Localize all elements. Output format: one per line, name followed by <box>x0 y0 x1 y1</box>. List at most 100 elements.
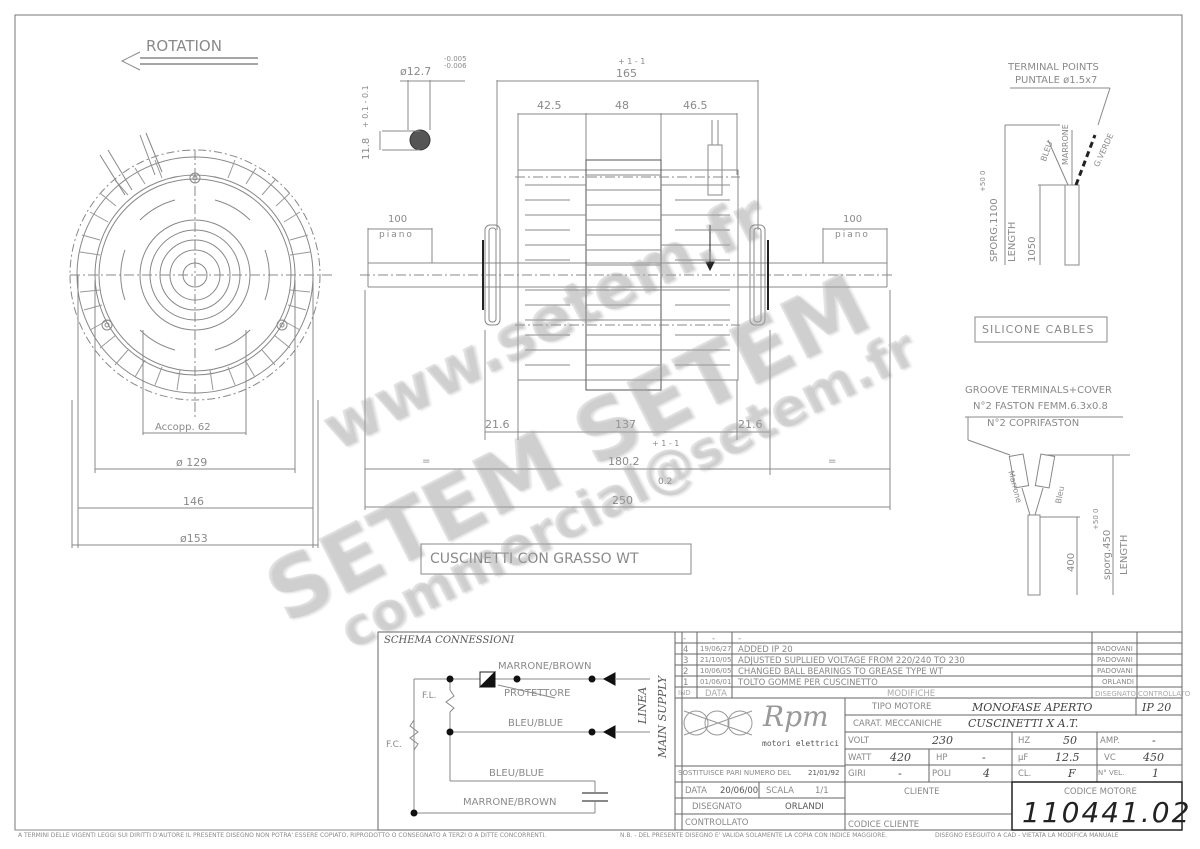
puntale-title: PUNTALE ø1.5x7 <box>1015 75 1098 86</box>
amp-label: AMP. <box>1100 736 1120 746</box>
silicone-cables-label: SILICONE CABLES <box>982 323 1095 336</box>
data-value: 20/06/00 <box>720 786 759 796</box>
rev-desc: - <box>738 634 742 644</box>
rev-date: 01/06/01 <box>700 678 732 686</box>
codice-motore-label: CODICE MOTORE <box>1064 787 1137 797</box>
cl-label: CL. <box>1018 769 1032 779</box>
supply-arrow-icon <box>602 672 616 686</box>
rev-drawn: PADOVANI <box>1097 645 1133 653</box>
wiring-schema <box>409 678 650 814</box>
dim-180-2: 180.2 <box>608 455 640 468</box>
hp-value: - <box>982 751 986 764</box>
rev-desc: TOLTO GOMME PER CUSCINETTO <box>738 678 878 688</box>
cl-value: F <box>1068 767 1076 780</box>
nvel-value: 1 <box>1152 767 1159 780</box>
label-main-supply: MAIN SUPPLY <box>656 675 669 758</box>
codice-motore-value: 110441.02 <box>1022 796 1192 829</box>
cable-bottom-drawing <box>965 416 1130 596</box>
giri-value: - <box>898 767 902 780</box>
flat-right-value: 100 <box>843 214 863 225</box>
dim-46-5: 46.5 <box>683 99 708 112</box>
rev-desc: CHANGED BALL BEARINGS TO GREASE TYPE WT <box>738 667 943 677</box>
hz-label: HZ <box>1018 736 1031 746</box>
label-fl: F.L. <box>422 691 437 701</box>
dim-250-tol: 0.2 <box>658 477 673 487</box>
label-blue-low: BLEU/BLUE <box>489 768 545 779</box>
rev-header-date: DATA <box>705 689 727 699</box>
wire-marrone: MARRONE <box>1061 124 1070 165</box>
sostituisce-label: SOSTITUISCE PARI NUMERO DEL <box>678 769 792 777</box>
rev-ind: 3 <box>683 656 689 666</box>
rotation-label: ROTATION <box>146 37 222 55</box>
vc-value: 450 <box>1143 751 1164 764</box>
uf-label: µF <box>1018 753 1029 763</box>
poli-value: 4 <box>983 767 990 780</box>
rev-header-checked: CONTROLLATO <box>1138 690 1191 698</box>
shaft-flat-dim: 11.8 <box>361 137 372 160</box>
groove-terminals-title: GROOVE TERMINALS+COVER <box>965 385 1112 396</box>
terminal-points-title: TERMINAL POINTS <box>1008 62 1099 73</box>
rev-desc: ADJUSTED SUPLLIED VOLTAGE FROM 220/240 T… <box>738 656 965 666</box>
label-blue-mid: BLEU/BLUE <box>508 718 564 729</box>
rotation-arrow-icon <box>120 51 258 71</box>
rev-ind: 2 <box>683 667 689 677</box>
rpm-logo-icon <box>683 710 753 736</box>
ip-rating: IP 20 <box>1142 701 1172 714</box>
flat-right-label: piano <box>835 230 870 240</box>
overall-tol: + 1 - 1 <box>618 57 646 66</box>
shaft-diameter: ø12.7 <box>400 65 432 78</box>
dim-137: 137 <box>615 418 636 431</box>
watt-label: WATT <box>848 753 872 763</box>
carat-label: CARAT. MECCANICHE <box>853 719 943 729</box>
rev-drawn: ORLANDI <box>1102 678 1134 686</box>
amp-value: - <box>1152 734 1156 747</box>
uf-value: 12.5 <box>1055 751 1080 764</box>
rev-ind: 4 <box>683 645 689 655</box>
bearings-note: CUSCINETTI CON GRASSO WT <box>430 551 639 567</box>
label-linea: LINEA <box>636 686 649 724</box>
footer-cad: DISEGNO ESEGUITO A CAD - VIETATA LA MODI… <box>935 832 1119 839</box>
label-brown-top: MARRONE/BROWN <box>498 661 592 672</box>
carat-value: CUSCINETTI X A.T. <box>968 717 1079 730</box>
rev-date: 19/06/27 <box>700 645 732 653</box>
rev-header-ind: IND <box>678 689 691 697</box>
data-label: DATA <box>685 786 707 796</box>
eq-left: = <box>422 456 431 467</box>
hz-value: 50 <box>1063 734 1077 747</box>
length-label-bottom: LENGTH <box>1119 534 1130 575</box>
disegnato-label: DISEGNATO <box>692 802 742 812</box>
tipo-motore-label: TIPO MOTORE <box>872 702 932 712</box>
sporg-450-tol: +50 0 <box>1092 508 1100 530</box>
scala-value: 1/1 <box>815 786 829 796</box>
sporg-1100: SPORG.1100 <box>989 198 1000 262</box>
sporg-1100-tol: +50 0 <box>979 170 987 192</box>
rev-drawn: PADOVANI <box>1097 667 1133 675</box>
footer-note: N.B. - DEL PRESENTE DISEGNO E' VALIDA SO… <box>620 832 888 839</box>
rev-date: 21/10/05 <box>700 656 732 664</box>
label-brown-low: MARRONE/BROWN <box>463 797 557 808</box>
poli-label: POLI <box>932 769 952 779</box>
sporg-450: sporg.450 <box>1102 529 1113 580</box>
width-146: 146 <box>183 495 204 508</box>
dim-42-5: 42.5 <box>537 99 562 112</box>
footer-copyright: A TERMINI DELLE VIGENTI LEGGI SUI DIRITT… <box>18 832 547 839</box>
shaft-tol-upper: -0.005 <box>444 55 467 63</box>
hp-label: HP <box>936 753 948 763</box>
rev-date: 10/06/05 <box>700 667 732 675</box>
length-400: 400 <box>1066 552 1077 572</box>
rev-desc: ADDED IP 20 <box>738 645 793 655</box>
dim-180-tol: + 1 - 1 <box>652 439 680 448</box>
accopp-dim: Accopp. 62 <box>155 422 211 433</box>
coprifaston-title: N°2 COPRIFASTON <box>987 418 1080 429</box>
shaft-tol-lower: -0.006 <box>444 62 467 70</box>
tipo-motore-value: MONOFASE APERTO <box>972 701 1093 714</box>
eq-right: = <box>828 456 837 467</box>
flat-left-value: 100 <box>388 214 408 225</box>
dia-129: ø 129 <box>176 456 208 469</box>
rev-ind: - <box>683 634 687 644</box>
controllato-label: CONTROLLATO <box>685 818 749 828</box>
shaft-flat-tol: + 0.1 - 0.1 <box>361 85 370 128</box>
faston-title: N°2 FASTON FEMM.6.3x0.8 <box>973 401 1108 412</box>
logo-subtitle: motori elettrici <box>762 739 840 748</box>
